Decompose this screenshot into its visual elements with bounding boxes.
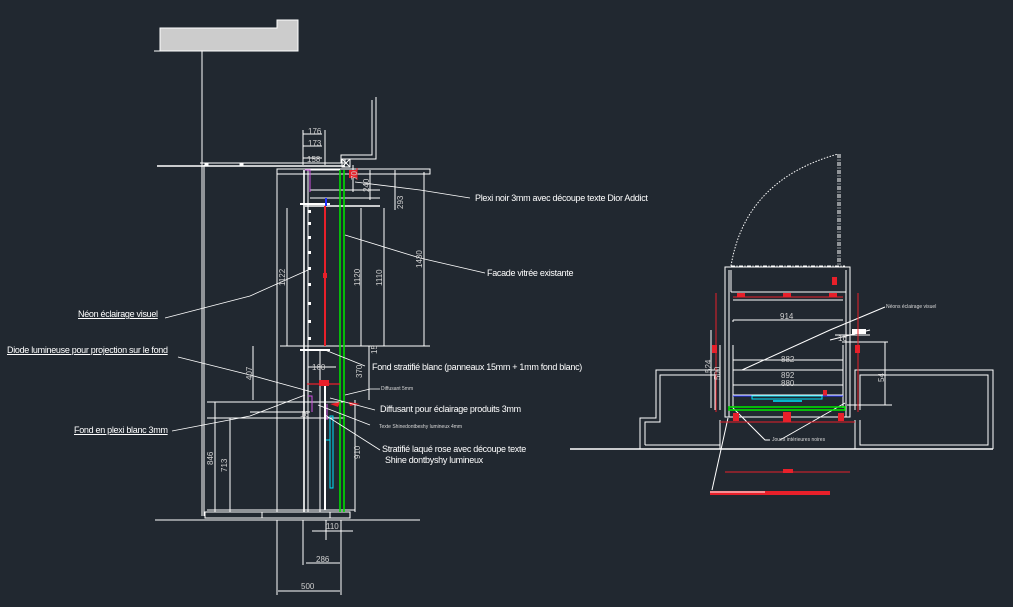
plan-dim-524: 524	[704, 359, 713, 373]
leader-lines	[164, 181, 486, 451]
dim-1110: 1110	[375, 269, 384, 286]
label-joues: Joues intérieures noires	[772, 437, 826, 443]
plan-dim-16: 16	[838, 334, 847, 343]
label-neon: Néon éclairage visuel	[78, 309, 158, 319]
red-elements	[307, 168, 360, 407]
dim-158: 158	[307, 155, 321, 164]
plan-tag	[852, 329, 866, 334]
label-neons-plan: Néons éclairage visuel	[886, 304, 937, 310]
label-texte-shine: Texte Shinedontbeshy lumineux 4mm	[379, 424, 463, 430]
plan-neon	[728, 406, 846, 411]
plan-view	[570, 153, 994, 491]
dim-176: 176	[308, 127, 322, 136]
label-stratifie-rose-1: Stratifié laqué rose avec découpe texte	[382, 444, 526, 454]
dim-15: 15	[370, 345, 379, 354]
dim-110: 110	[326, 522, 339, 531]
dim-713: 713	[220, 458, 229, 472]
dim-500: 500	[301, 582, 315, 591]
dim-407: 407	[245, 366, 254, 380]
dim-370: 370	[355, 364, 364, 378]
label-fond-plexi: Fond en plexi blanc 3mm	[74, 425, 168, 435]
dim-846: 846	[206, 451, 215, 465]
title-block	[154, 19, 299, 52]
dim-1120: 1120	[353, 268, 362, 286]
label-diffusant-5mm: Diffusant 5mm	[381, 386, 414, 392]
dim-1430: 1430	[415, 250, 424, 268]
plan-dim-882: 882	[781, 355, 795, 364]
plan-red	[710, 277, 860, 495]
dim-173: 173	[308, 139, 322, 148]
label-stratifie-rose-2: Shine dontbyshy lumineux	[385, 455, 483, 465]
dim-70: 70	[350, 171, 359, 180]
plan-dim-914: 914	[780, 312, 794, 321]
label-plexi-noir: Plexi noir 3mm avec découpe texte Dior A…	[475, 193, 648, 203]
dim-16: 16	[300, 410, 309, 419]
magenta-elements	[305, 169, 328, 420]
dim-160: 160	[312, 363, 326, 372]
label-diffusant-produits: Diffusant pour éclairage produits 3mm	[380, 404, 521, 414]
dim-1122: 1122	[278, 268, 287, 286]
neon-tube	[339, 170, 345, 512]
plan-dim-892: 892	[781, 371, 795, 380]
plan-cyan	[751, 395, 823, 402]
plan-dim-880: 880	[781, 379, 795, 388]
label-diode: Diode lumineuse pour projection sur le f…	[7, 345, 168, 355]
dim-286: 286	[316, 555, 330, 564]
dim-240: 240	[362, 178, 371, 192]
plan-dim-54: 54	[877, 373, 886, 382]
label-fond-stratifie: Fond stratifié blanc (panneaux 15mm + 1m…	[372, 362, 582, 372]
plan-dim-500: 500	[713, 366, 722, 380]
dim-293: 293	[396, 195, 405, 209]
section-view	[155, 51, 431, 595]
dim-910: 910	[353, 445, 362, 459]
label-facade: Facade vitrée existante	[487, 268, 574, 278]
cyan-element	[326, 415, 334, 489]
